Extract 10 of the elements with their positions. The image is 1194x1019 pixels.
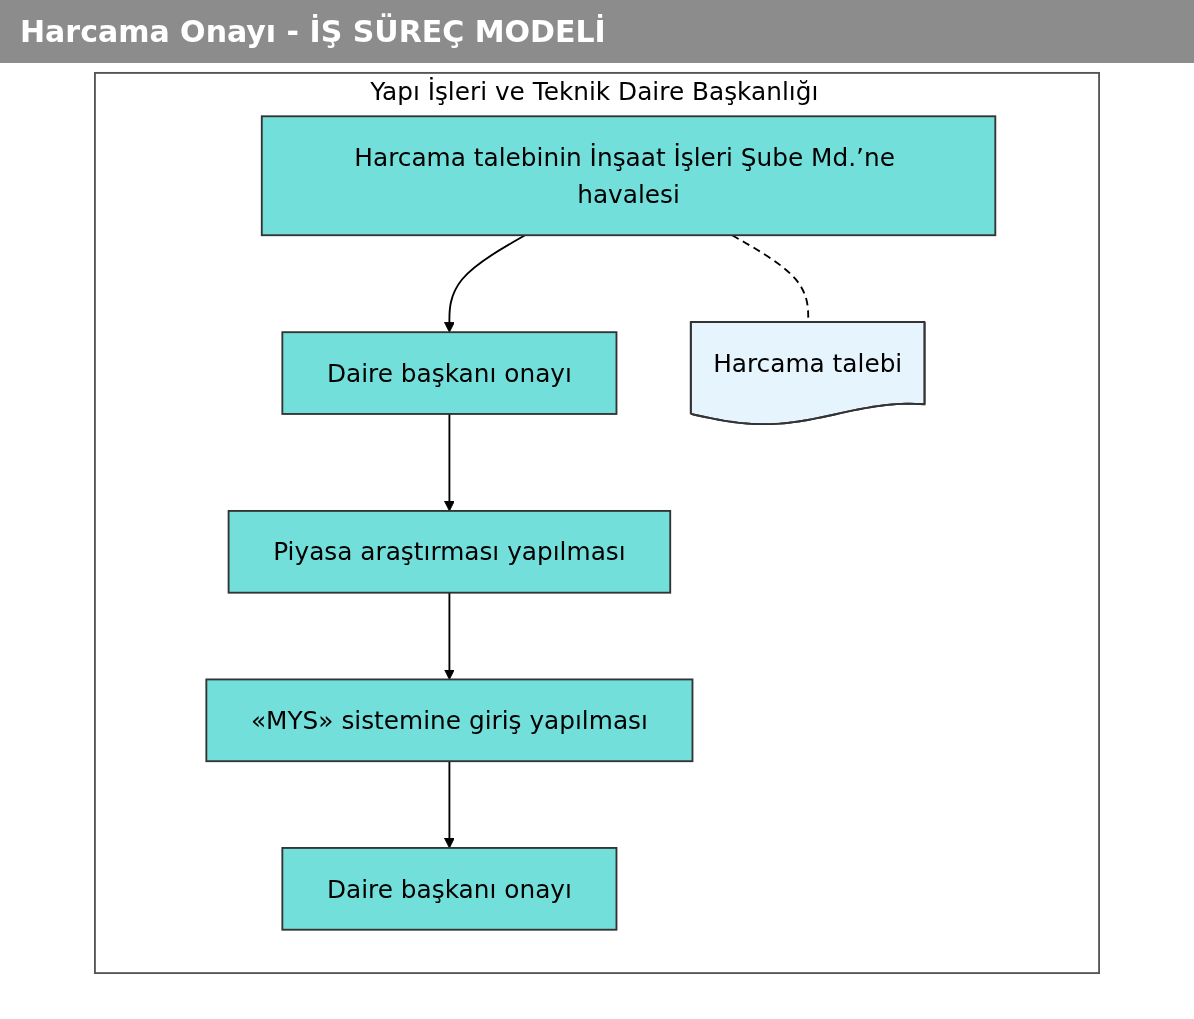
node-box: «MYS» sistemine giriş yapılması [205,678,694,763]
node-box: Harcama talebinin İnşaat İşleri Şube Md.’ne havalesi [260,115,997,237]
arrow [443,591,455,680]
title-bar: Harcama Onayı - İŞ SÜREÇ MODELİ [0,0,1194,63]
node-box: Daire başkanı onayı [281,331,618,415]
node-box: Piyasa araştırması yapılması [227,510,672,594]
arrow [443,234,526,333]
arrow [443,760,455,849]
arrow [443,413,455,512]
node-box: Daire başkanı onayı [281,847,618,931]
